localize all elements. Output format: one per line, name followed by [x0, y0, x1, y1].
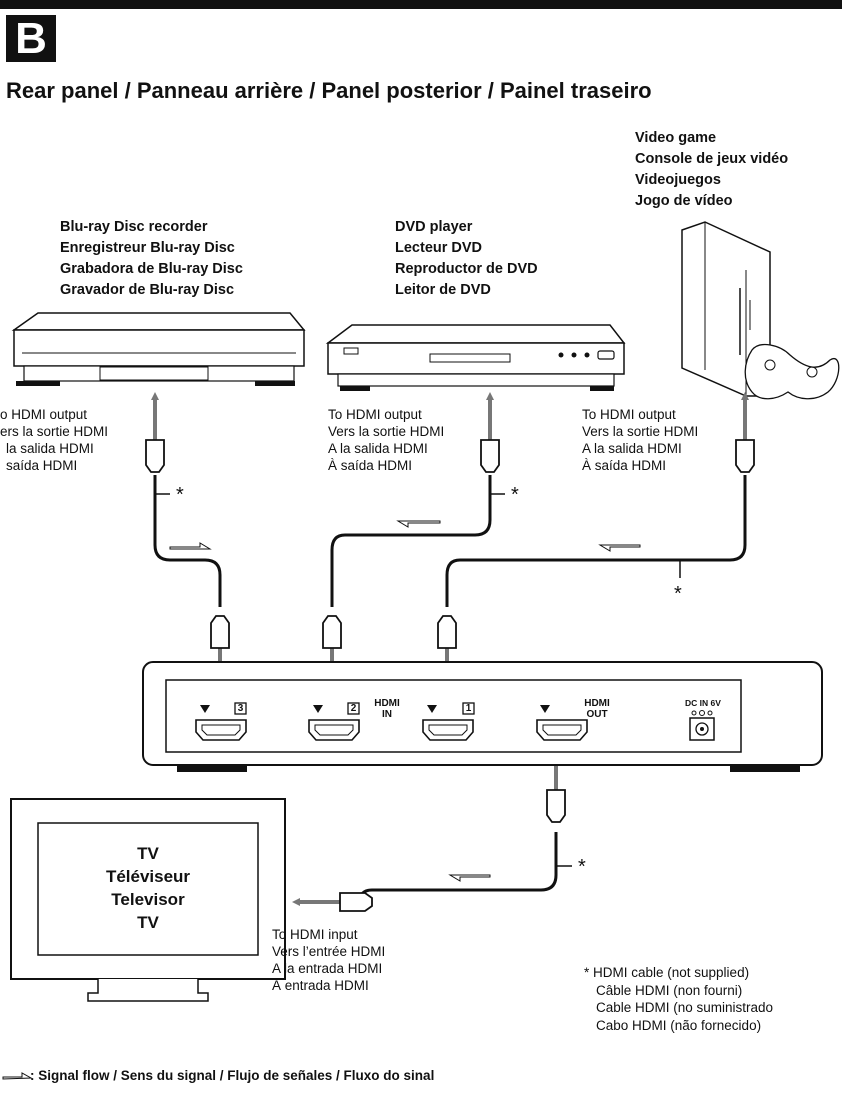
- signal-flow-indicators: [169, 520, 641, 882]
- section-badge: B: [6, 15, 56, 62]
- cable-marker-dvd: *: [511, 484, 519, 506]
- tv-label: TV Téléviseur Televisor TV: [105, 844, 191, 932]
- game-output-label: To HDMI output Vers la sortie HDMI A la …: [582, 407, 699, 473]
- tv-input-label: To HDMI input Vers l’entrée HDMI A la en…: [272, 927, 386, 993]
- video-game-label: Video game Console de jeux vidéo Videoju…: [635, 130, 789, 209]
- top-rule: [0, 0, 842, 9]
- cable-footnote: * HDMI cable (not supplied) Câble HDMI (…: [584, 965, 774, 1033]
- bluray-label: Blu-ray Disc recorder Enregistreur Blu-r…: [60, 219, 243, 298]
- cable-marker-tv: *: [578, 856, 586, 878]
- dc-in-label: DC IN 6V: [685, 698, 721, 708]
- hdmi-cables: [153, 475, 747, 905]
- switcher-rear-panel: [142, 661, 823, 772]
- page-heading: Rear panel / Panneau arrière / Panel pos…: [6, 78, 652, 103]
- signal-flow-legend-icon: [2, 1072, 32, 1080]
- tv-device: [10, 798, 286, 1002]
- hdmi-in-label: HDMI IN: [374, 698, 400, 720]
- bluray-recorder-device: [11, 312, 306, 386]
- signal-flow-legend: : Signal flow / Sens du signal / Flujo d…: [30, 1068, 435, 1083]
- cable-marker-bluray: *: [176, 484, 184, 506]
- dvd-output-label: To HDMI output Vers la sortie HDMI A la …: [328, 407, 445, 473]
- hdmi-out-label: HDMI OUT: [584, 698, 610, 720]
- dvd-label: DVD player Lecteur DVD Reproductor de DV…: [395, 219, 538, 298]
- cable-marker-ticks: [155, 493, 681, 867]
- port-label-in2: 2: [350, 703, 357, 714]
- hdmi-plugs: [145, 439, 755, 912]
- port-label-in1: 1: [465, 703, 472, 714]
- port-label-in3: 3: [237, 703, 244, 714]
- bluray-output-label: o HDMI output ers la sortie HDMI la sali…: [0, 407, 109, 473]
- video-game-console-device: [681, 221, 840, 400]
- dvd-player-device: [325, 324, 626, 391]
- cable-marker-game: *: [674, 583, 682, 605]
